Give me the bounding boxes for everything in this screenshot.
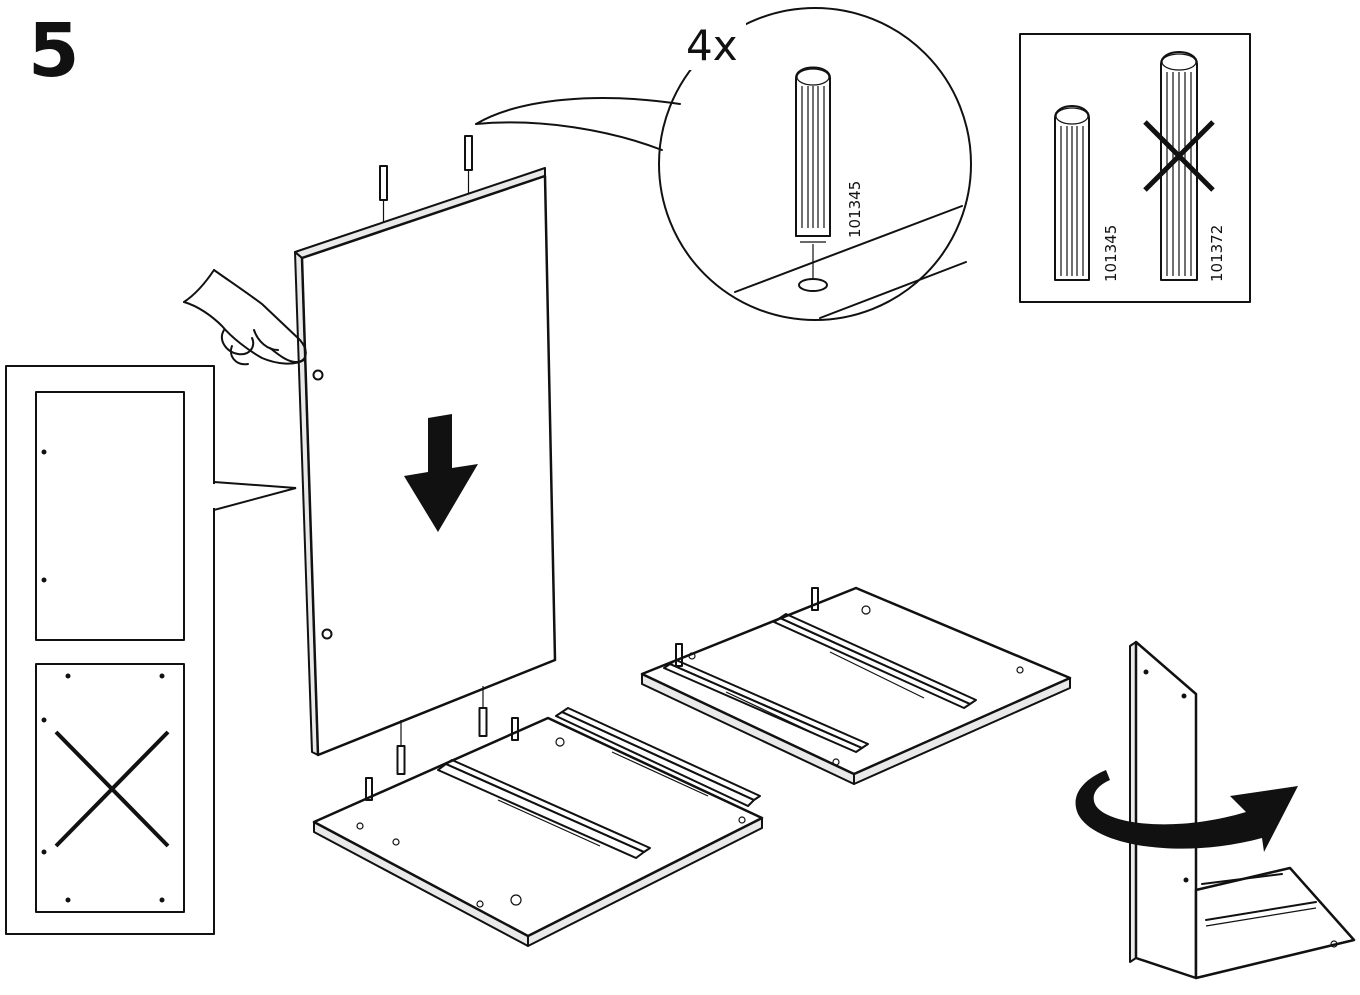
long-dowel-icon xyxy=(1160,51,1198,281)
dowel-quantity: 4x xyxy=(686,21,738,70)
down-arrow-icon xyxy=(404,414,478,532)
rail-panel-left xyxy=(312,707,764,947)
correct-orientation-panel xyxy=(35,391,185,641)
rotated-assembly xyxy=(1129,640,1356,980)
rotate-arrow-icon xyxy=(1075,770,1298,852)
finger-press-icon xyxy=(183,269,307,366)
short-dowel-icon xyxy=(1054,105,1090,281)
wrong-part-number: 101372 xyxy=(1208,225,1226,282)
side-panel xyxy=(294,135,557,775)
cross-mark-icon xyxy=(1143,120,1215,192)
correct-part-number: 101345 xyxy=(1102,225,1120,282)
dowel-callout: 4x 101345 xyxy=(475,7,972,321)
bottom-dowels xyxy=(396,686,488,775)
cross-mark-icon xyxy=(54,730,170,848)
dowel-part-number: 101345 xyxy=(846,181,864,238)
dowel-compare-box: 101345 101372 xyxy=(1019,33,1251,303)
step-number: 5 xyxy=(28,8,80,94)
dowel-icon xyxy=(795,66,831,292)
orientation-detail xyxy=(5,365,297,935)
wrong-orientation-panel xyxy=(35,663,185,913)
rail-panel-right xyxy=(640,586,1072,785)
